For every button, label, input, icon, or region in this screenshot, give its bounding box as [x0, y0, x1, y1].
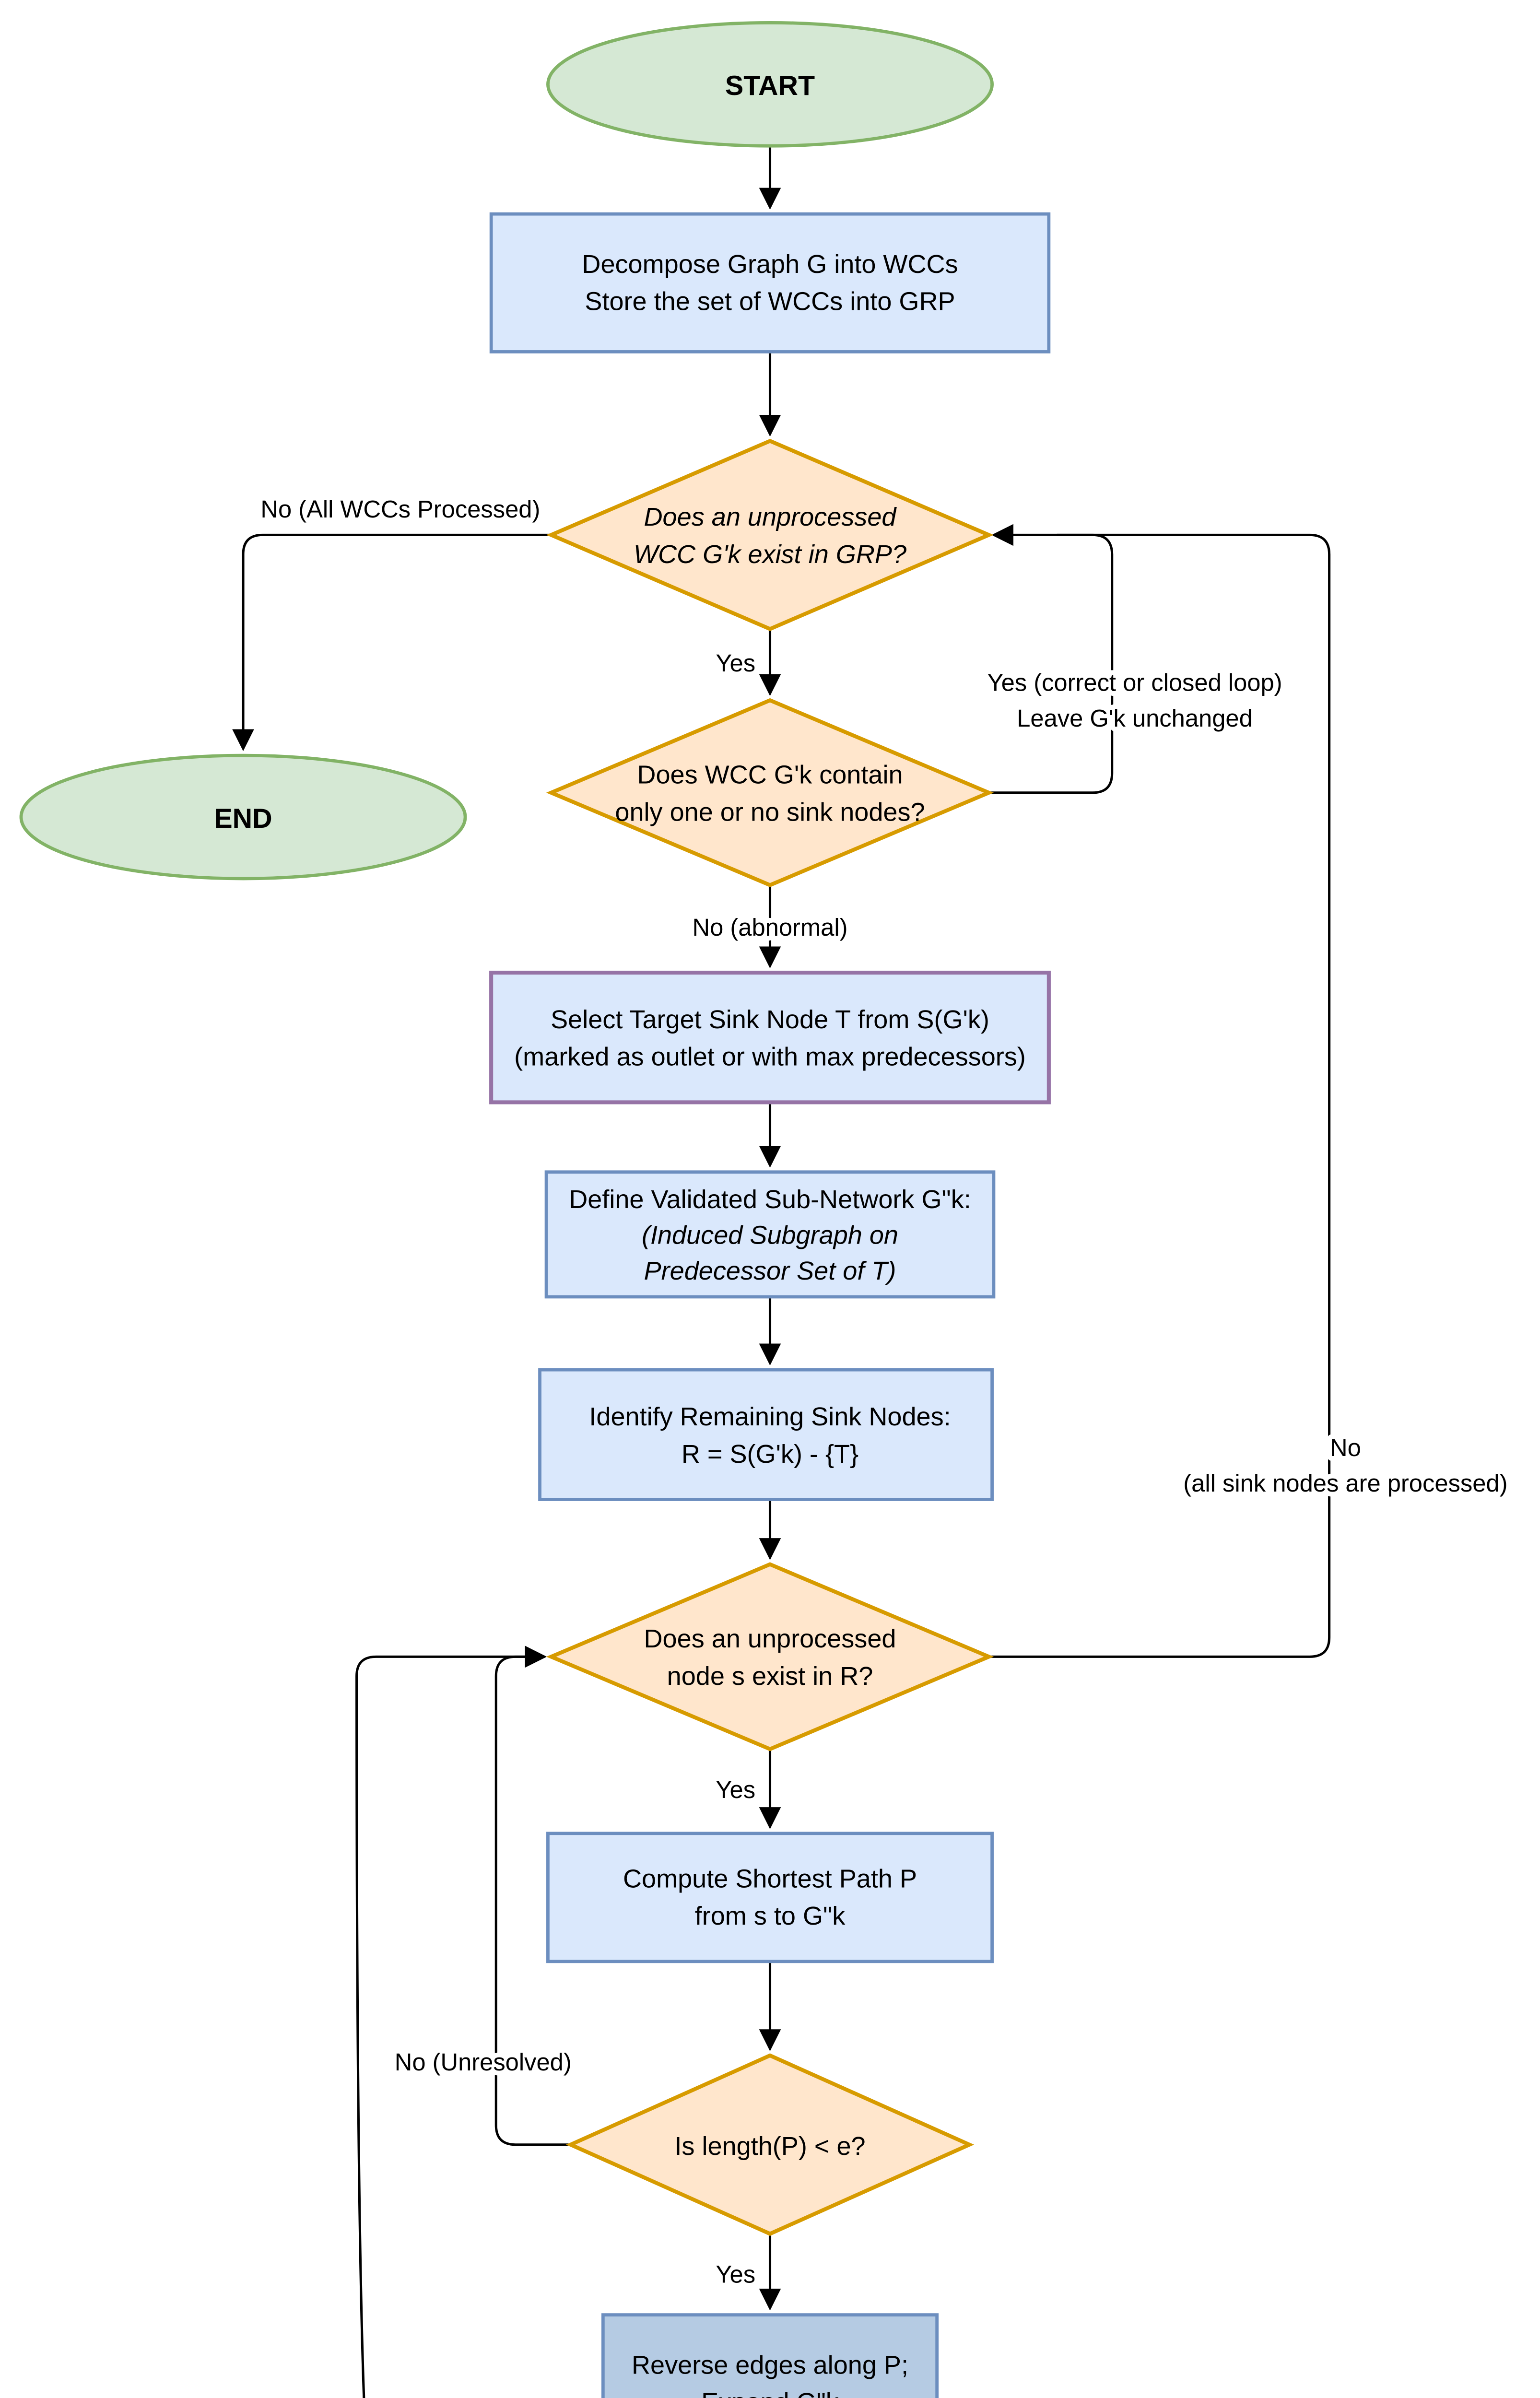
edge-label-no-unresolved: No (Unresolved) — [395, 2048, 572, 2076]
wcc-exists-decision — [546, 438, 994, 631]
define-subnetwork-line2: (Induced Subgraph on — [642, 1221, 898, 1250]
edge-reverse-bottom-loop-to-node-decision — [355, 1646, 547, 2398]
end-terminal — [19, 753, 467, 881]
reverse-edges-line1: Reverse edges along P; — [632, 2351, 908, 2379]
path-length-decision — [565, 2053, 975, 2236]
reverse-edges-line2: Expand G"k — [701, 2388, 839, 2398]
edge-label-yes-wcc-decision: Yes — [716, 649, 755, 677]
edge-label-yes-correct-line2: Leave G'k unchanged — [1017, 705, 1253, 732]
sink-count-decision — [546, 698, 994, 887]
edge-label-no-sinks-line1: No — [1330, 1434, 1361, 1461]
edge-label-no-sinks-line2: (all sink nodes are processed) — [1183, 1469, 1507, 1497]
unprocessed-node-line2: node s exist in R? — [667, 1662, 873, 1691]
compute-path-process-box — [546, 1832, 994, 1963]
identify-sinks-process-box — [538, 1368, 994, 1501]
path-length-label: Is length(P) < e? — [674, 2132, 865, 2161]
compute-path-line2: from s to G"k — [695, 1902, 846, 1930]
edge-label-no-all-wccs: No (All WCCs Processed) — [260, 495, 540, 523]
define-subnetwork-process-box — [544, 1170, 996, 1299]
define-subnetwork-line3: Predecessor Set of T) — [644, 1257, 896, 1285]
start-label: START — [725, 71, 815, 101]
edge-length-decision-unresolved-loop — [494, 1655, 571, 2146]
select-target-process-box — [489, 970, 1051, 1105]
reverse-edges-process-box — [601, 2313, 939, 2398]
wcc-exists-line2: WCC G'k exist in GRP? — [634, 540, 906, 569]
edge-wcc-decision-to-end — [232, 533, 552, 752]
decompose-line2: Store the set of WCCs into GRP — [585, 287, 955, 316]
decompose-process-box — [489, 212, 1051, 353]
identify-sinks-line2: R = S(G'k) - {T} — [682, 1440, 858, 1469]
compute-path-line1: Compute Shortest Path P — [623, 1864, 917, 1893]
define-subnetwork-line1: Define Validated Sub-Network G"k: — [569, 1185, 971, 1214]
unprocessed-node-decision — [546, 1562, 994, 1751]
select-target-line1: Select Target Sink Node T from S(G'k) — [551, 1005, 989, 1034]
decompose-line1: Decompose Graph G into WCCs — [582, 250, 958, 279]
start-terminal — [546, 21, 994, 148]
wcc-exists-line1: Does an unprocessed — [644, 503, 897, 531]
edge-label-yes-correct-line1: Yes (correct or closed loop) — [987, 669, 1282, 696]
unprocessed-node-line1: Does an unprocessed — [644, 1624, 896, 1653]
identify-sinks-line1: Identify Remaining Sink Nodes: — [589, 1402, 951, 1431]
edge-sink-decision-loop-up — [988, 533, 1114, 794]
sink-count-line2: only one or no sink nodes? — [615, 798, 925, 826]
edge-label-no-abnormal: No (abnormal) — [693, 914, 848, 941]
edge-node-decision-right-loop-to-wcc-decision — [988, 524, 1331, 1658]
select-target-line2: (marked as outlet or with max predecesso… — [514, 1043, 1026, 1071]
edge-label-yes-node-decision: Yes — [716, 1776, 755, 1803]
sink-count-line1: Does WCC G'k contain — [637, 761, 903, 789]
end-label: END — [214, 803, 272, 834]
edge-label-yes-length-decision: Yes — [716, 2261, 755, 2288]
